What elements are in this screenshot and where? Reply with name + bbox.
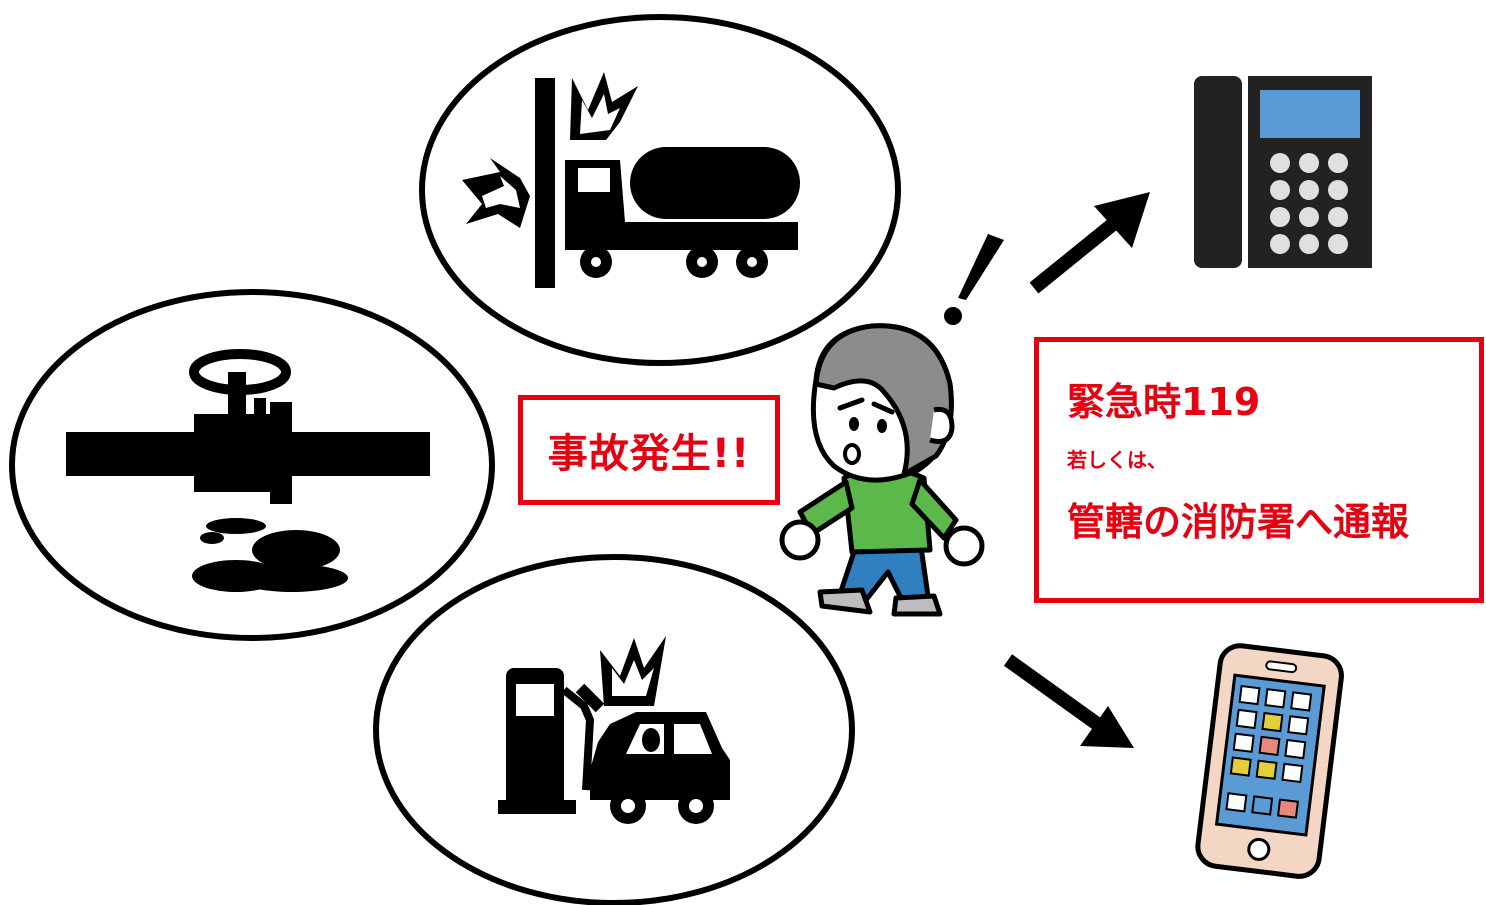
scenario-tanker-crash [419,14,901,366]
arrow-to-phone [1029,192,1150,294]
gas-station-car-crash-icon [498,636,730,824]
accident-label: 事故発生!! [547,431,751,477]
tanker-truck-crash-icon [462,72,800,288]
smartphone-icon [1195,643,1344,879]
fire-station-report-label: 管轄の消防署へ通報 [1067,500,1410,544]
report-callout: 緊急時119 若しくは、 管轄の消防署へ通報 [1034,337,1484,603]
arrow-to-smartphone [1003,654,1134,748]
desk-phone-icon [1194,76,1372,268]
or-label: 若しくは、 [1067,448,1167,472]
scenario-gas-station-crash [373,554,855,905]
emergency-number-label: 緊急時119 [1067,380,1261,424]
leaking-pipe-valve-icon [66,349,430,592]
surprised-person-icon [779,234,1004,617]
accident-callout: 事故発生!! [518,395,780,505]
scenario-pipe-leak [9,289,495,641]
